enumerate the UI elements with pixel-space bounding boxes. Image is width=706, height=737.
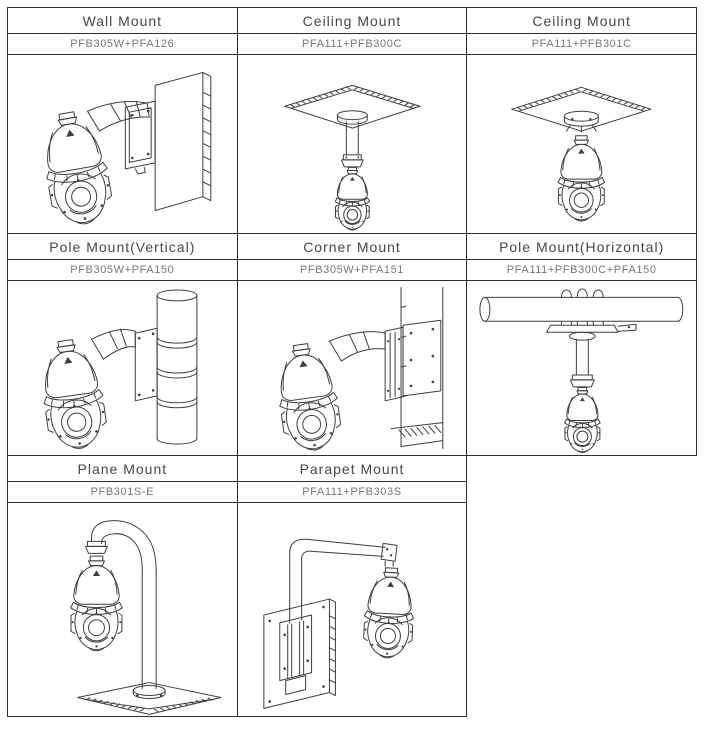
- ceiling-mount-compact-cell: [466, 54, 697, 234]
- wall-mount-cell: [7, 54, 238, 234]
- mount-title: Plane Mount: [7, 455, 238, 482]
- mount-title: Parapet Mount: [236, 455, 468, 482]
- corner-mount-illustration: [270, 281, 467, 455]
- ceiling-mount-compact-illustration: [467, 55, 696, 222]
- mount-part-code: PFA111+PFB301C: [466, 33, 697, 55]
- mount-part-code: PFB301S-E: [7, 481, 238, 503]
- parapet-mount-illustration: [238, 503, 417, 716]
- corner-mount-cell: [236, 280, 468, 456]
- pole-mount-vertical-illustration: [35, 281, 237, 454]
- mount-part-code: PFB305W+PFA126: [7, 33, 238, 55]
- pole-mount-horizontal-illustration: [467, 281, 696, 453]
- mount-title: Pole Mount(Horizontal): [466, 233, 697, 260]
- mount-title: Pole Mount(Vertical): [7, 233, 238, 260]
- mount-part-code: PFB305W+PFA151: [236, 259, 468, 281]
- mount-illustration-row: [7, 54, 697, 234]
- wall-mount-illustration: [35, 55, 237, 230]
- mount-illustration-row: [7, 280, 697, 456]
- plane-mount-cell: [7, 502, 238, 717]
- parapet-mount-cell: [236, 502, 468, 717]
- pole-mount-vertical-cell: [7, 280, 238, 456]
- mount-title: Ceiling Mount: [466, 7, 697, 34]
- plane-mount-illustration: [70, 503, 237, 716]
- mount-title: Wall Mount: [7, 7, 238, 34]
- ceiling-mount-pendant-cell: [236, 54, 468, 234]
- ceiling-mount-pendant-illustration: [238, 55, 467, 231]
- mount-illustration-row: [7, 502, 697, 717]
- mount-part-code: PFA111+PFB300C: [236, 33, 468, 55]
- pole-mount-horizontal-cell: [466, 280, 697, 456]
- mount-part-code: PFB305W+PFA150: [7, 259, 238, 281]
- mount-part-code: PFA111+PFB303S: [236, 481, 468, 503]
- mount-title: Corner Mount: [236, 233, 468, 260]
- mount-part-code: PFA111+PFB300C+PFA150: [466, 259, 697, 281]
- mount-title: Ceiling Mount: [236, 7, 468, 34]
